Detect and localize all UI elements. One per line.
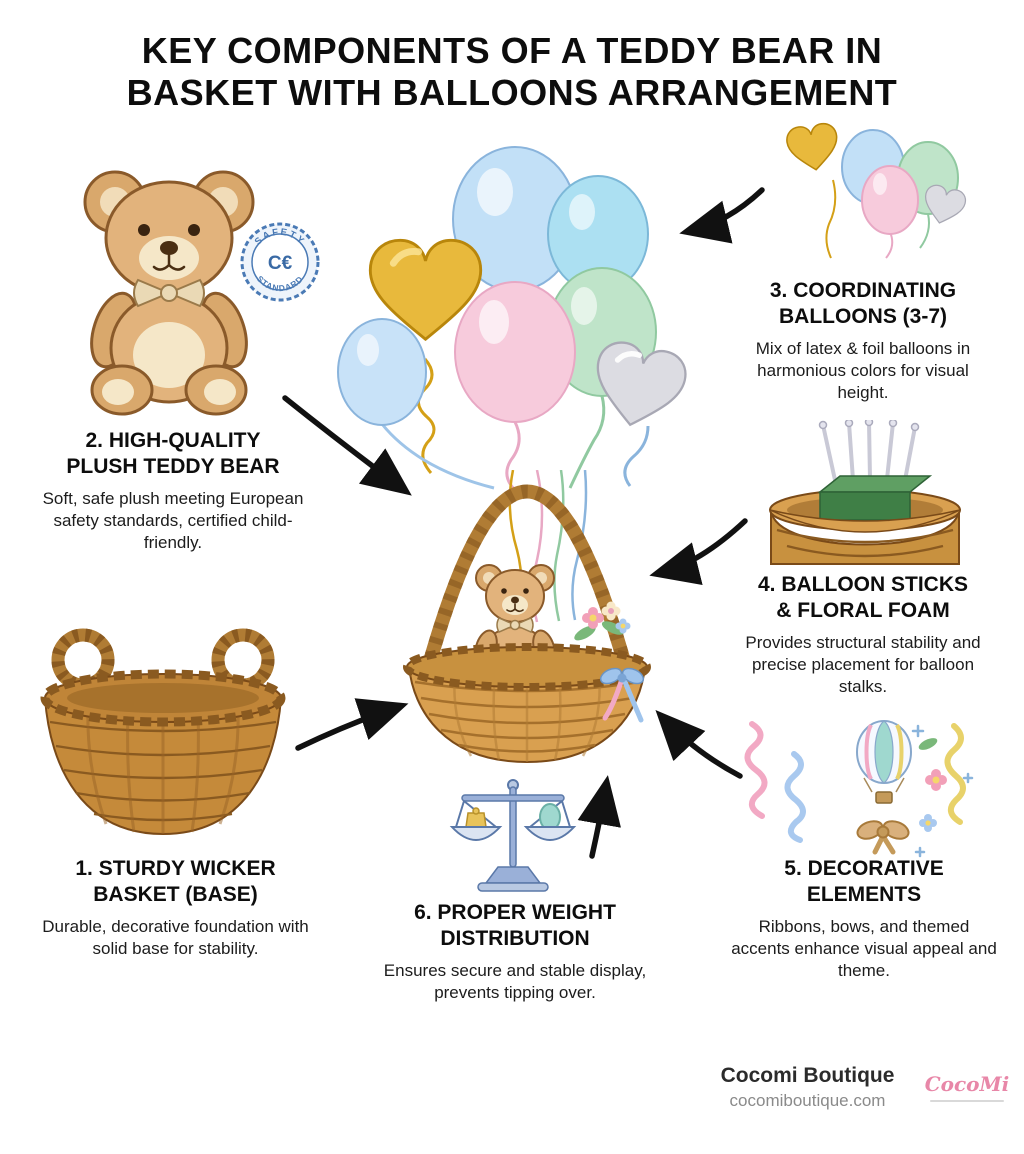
arrow-scale-to-basket [577, 775, 621, 859]
component-teddy-bear-label: 2. HIGH-QUALITY PLUSH TEDDY BEAR Soft, s… [28, 428, 318, 553]
brand-name: Cocomi Boutique [720, 1064, 895, 1087]
component-decorative-heading: 5. DECORATIVE ELEMENTS [784, 857, 944, 906]
sparkle-icons [911, 724, 974, 858]
gold-heart-balloon [368, 238, 483, 342]
brand-logo-text: CocoMi [924, 1072, 1010, 1096]
balloon-cluster-illustration [337, 146, 687, 492]
component-balloons-heading: 3. COORDINATING BALLOONS (3-7) [769, 279, 957, 328]
component-basket-label: 1. STURDY WICKER BASKET (BASE) Durable, … [28, 856, 323, 960]
component-sticks-foam-heading: 4. BALLOON STICKS & FLORAL FOAM [757, 573, 968, 622]
blue-ribbon-curl [784, 751, 806, 843]
bow-icon [856, 820, 910, 855]
wicker-basket-illustration [40, 628, 286, 836]
brand-logo: CocoMi [922, 1072, 1012, 1102]
hot-air-balloon-icon [856, 720, 912, 804]
teddy-bear-illustration [83, 170, 255, 416]
component-decorative-description: Ribbons, bows, and themed accents enhanc… [731, 917, 997, 980]
component-balloons-label: 3. COORDINATING BALLOONS (3-7) Mix of la… [732, 278, 994, 403]
balloon-sticks-foam-illustration [769, 420, 961, 565]
decorative-elements-illustration [744, 720, 974, 858]
component-teddy-bear-heading: 2. HIGH-QUALITY PLUSH TEDDY BEAR [66, 429, 280, 478]
yellow-ribbon-curl [944, 723, 966, 825]
component-basket-heading: 1. STURDY WICKER BASKET (BASE) [75, 857, 276, 906]
pink-ribbon-curl [744, 721, 768, 819]
brand-logo-rule [930, 1100, 1004, 1102]
flower-icon [918, 738, 947, 832]
arrow-sticks-to-basket [649, 518, 748, 585]
ribbon-bow [599, 667, 645, 723]
weight-scale-icon [449, 779, 577, 892]
arrow-decor-to-basket [655, 709, 743, 779]
component-sticks-foam-description: Provides structural stability and precis… [745, 633, 981, 696]
safety-ce-badge: SAFETY STANDARD C€ [240, 222, 320, 302]
footer: Cocomi Boutique cocomiboutique.com [700, 1064, 915, 1111]
component-weight-description: Ensures secure and stable display, preve… [383, 961, 647, 1002]
component-weight-heading: 6. PROPER WEIGHT DISTRIBUTION [414, 901, 616, 950]
component-teddy-bear-description: Soft, safe plush meeting European safety… [42, 489, 304, 552]
page-title: KEY COMPONENTS OF A TEDDY BEAR IN BASKET… [126, 30, 898, 114]
silver-heart-balloon [596, 341, 687, 427]
component-basket-description: Durable, decorative foundation with soli… [42, 917, 309, 958]
component-sticks-foam-label: 4. BALLOON STICKS & FLORAL FOAM Provides… [726, 572, 1000, 697]
component-decorative-label: 5. DECORATIVE ELEMENTS Ribbons, bows, an… [730, 856, 998, 981]
teddy-in-basket-illustration [403, 470, 651, 764]
component-balloons-description: Mix of latex & foil balloons in harmonio… [755, 339, 971, 402]
badge-ce-text: C€ [268, 253, 293, 274]
arrow-wicker-to-basket [295, 698, 409, 751]
brand-website: cocomiboutique.com [729, 1091, 886, 1110]
coordinating-balloons-illustration [786, 122, 967, 259]
component-weight-label: 6. PROPER WEIGHT DISTRIBUTION Ensures se… [360, 900, 670, 1004]
flower-accents [574, 601, 631, 641]
arrow-balloons-label [679, 187, 765, 244]
